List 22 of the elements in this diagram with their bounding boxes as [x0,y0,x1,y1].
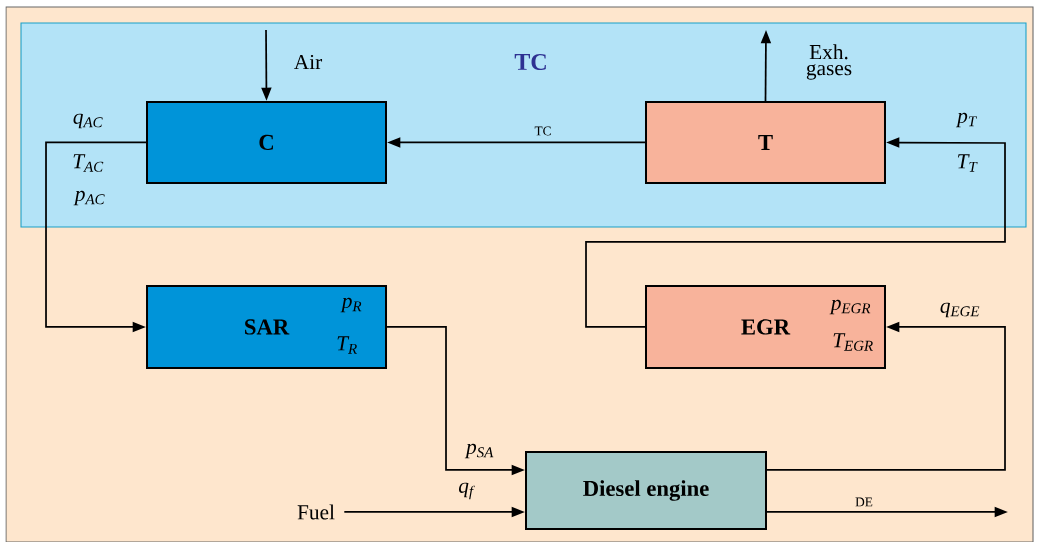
variable-label: p$_{EGR}$ [829,299,871,315]
process-box: T [645,101,886,184]
edge-label: p$_{T}$ [955,112,978,128]
edge-label: DE [855,497,873,507]
edge-label: p$_{SA}$ [464,443,494,459]
edge-label: q$_{f}$ [459,482,475,500]
band-heading: TC [514,53,546,71]
edge-label: q$_{AC}$ [73,113,103,129]
arrow [585,137,1006,328]
variable-label: T$_{R}$ [337,336,357,354]
variable-label: p$_{R}$ [340,297,362,313]
process-box: Diesel engine [525,451,767,530]
variable-label: T$_{T}$ [958,154,978,172]
edge-label: Air [294,54,323,70]
input-label: Fuel [297,504,335,520]
process-box: C [146,101,387,184]
edge-label: TC [534,126,551,136]
variable-label: T$_{AC}$ [73,154,104,172]
edge-label: Exh. gases [806,44,852,80]
edge-label: q$_{EGE}$ [940,302,980,318]
variable-label: p$_{AC}$ [73,190,105,206]
variable-label: T$_{EGR}$ [833,333,873,351]
